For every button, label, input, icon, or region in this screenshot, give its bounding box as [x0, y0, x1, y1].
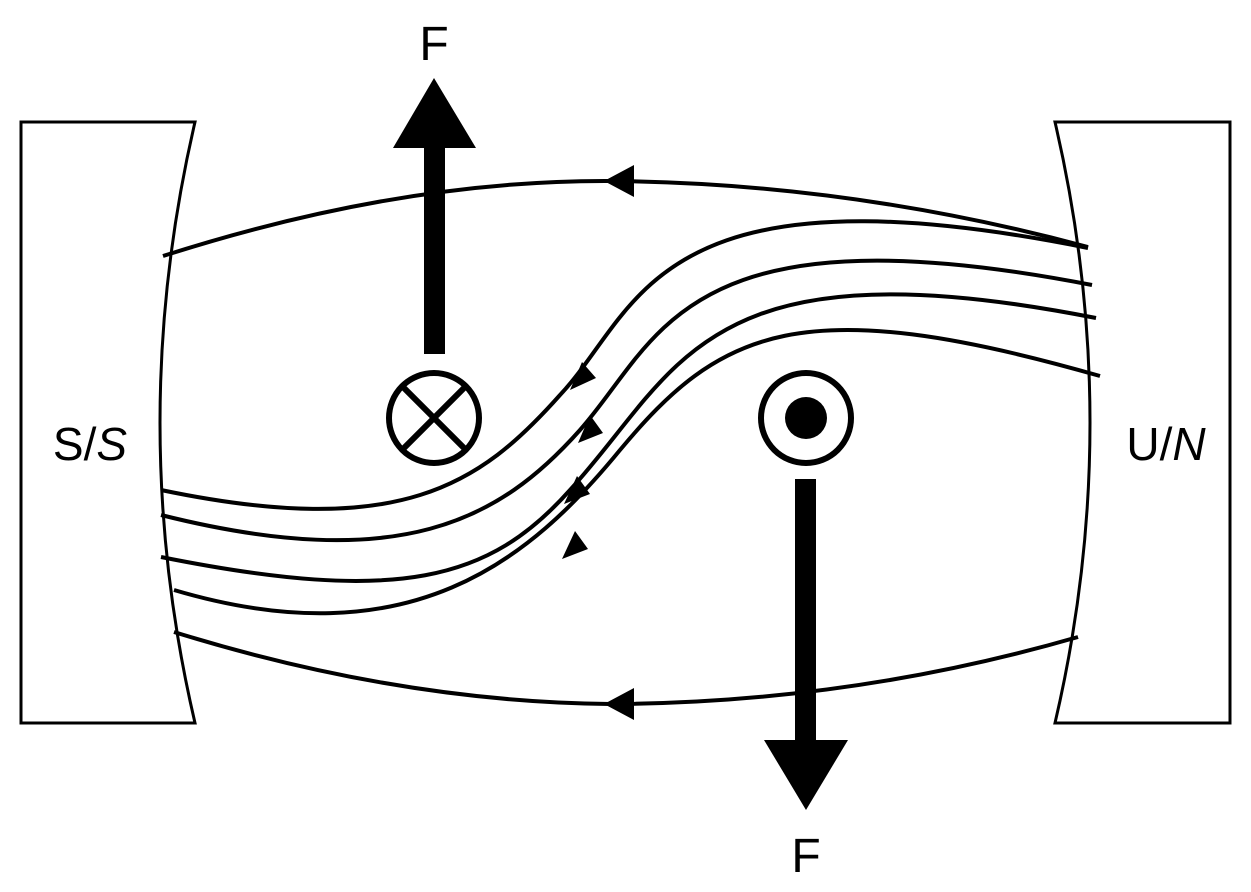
south-pole-label: S/S	[53, 418, 127, 470]
field-line-s-curve	[173, 327, 1101, 616]
field-arrow	[562, 531, 588, 559]
force-arrow-down-shaft	[795, 479, 816, 741]
current-into-page-icon	[386, 370, 482, 466]
force-label-top: F	[419, 18, 448, 71]
north-pole-magnet	[1053, 120, 1232, 725]
field-arrow-bottom	[604, 688, 634, 720]
field-arrow	[570, 362, 596, 390]
field-line-s-curve	[160, 292, 1097, 583]
field-arrow	[564, 476, 590, 504]
force-arrow-up-shaft	[424, 140, 445, 354]
south-pole-magnet	[19, 120, 197, 725]
current-out-of-page-icon	[758, 370, 854, 466]
field-arrow-top	[604, 165, 634, 197]
force-arrow-up-head	[393, 78, 476, 148]
force-arrow-down-head	[764, 740, 848, 810]
field-line-s-curve	[160, 219, 1089, 511]
force-label-bottom: F	[791, 830, 820, 883]
field-line-s-curve	[160, 258, 1093, 543]
north-pole-label: U/N	[1126, 418, 1206, 470]
field-arrow	[578, 415, 603, 443]
